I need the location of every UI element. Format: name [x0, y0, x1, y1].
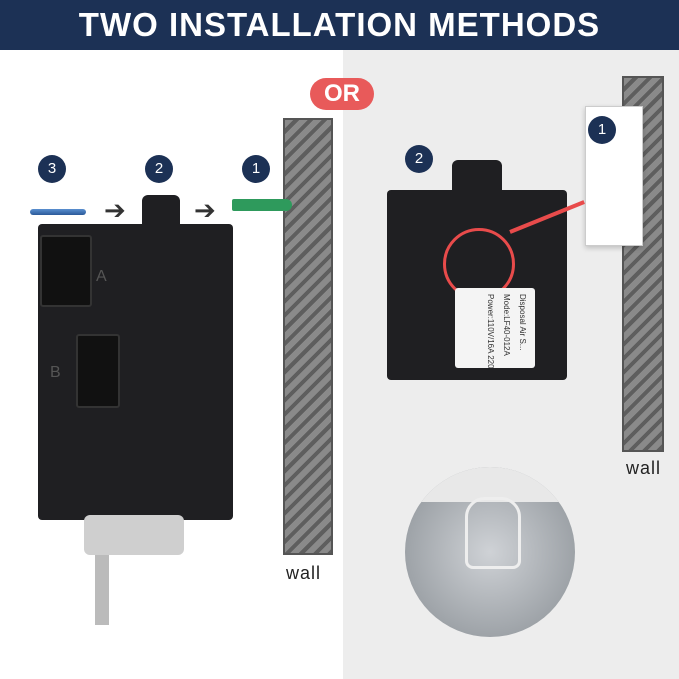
arrow-right-icon: ➔: [104, 195, 126, 225]
outlet-a: [40, 235, 92, 307]
cable: [95, 555, 109, 625]
label-line: Disposal Air S...: [518, 294, 527, 351]
product-label: Disposal Air S... Mode:LF40-012A Power:1…: [455, 288, 535, 368]
mounting-tab: [142, 195, 180, 227]
step-badge: 2: [405, 145, 433, 173]
mounting-tab: [452, 160, 502, 192]
hook-closeup-image: [405, 467, 575, 637]
step-badge: 2: [145, 155, 173, 183]
cable-gland: [84, 515, 184, 555]
outlet-label-a: A: [96, 268, 107, 285]
page-title: TWO INSTALLATION METHODS: [0, 0, 679, 50]
step-badge: 1: [588, 116, 616, 144]
step-badge: 1: [242, 155, 270, 183]
screw-image: [30, 209, 86, 215]
label-line: Power:110V/16A 220V/1...: [486, 294, 495, 368]
outlet-b: [76, 334, 120, 408]
label-line: Mode:LF40-012A: [502, 294, 511, 356]
arrow-right-icon: ➔: [194, 195, 216, 225]
or-badge: OR: [310, 78, 374, 110]
wall-label: wall: [286, 563, 322, 583]
wall-image: [283, 118, 333, 555]
outlet-label-b: B: [50, 364, 61, 381]
wall-label: wall: [626, 458, 662, 478]
step-badge: 3: [38, 155, 66, 183]
wall-anchor-image: [232, 199, 292, 211]
